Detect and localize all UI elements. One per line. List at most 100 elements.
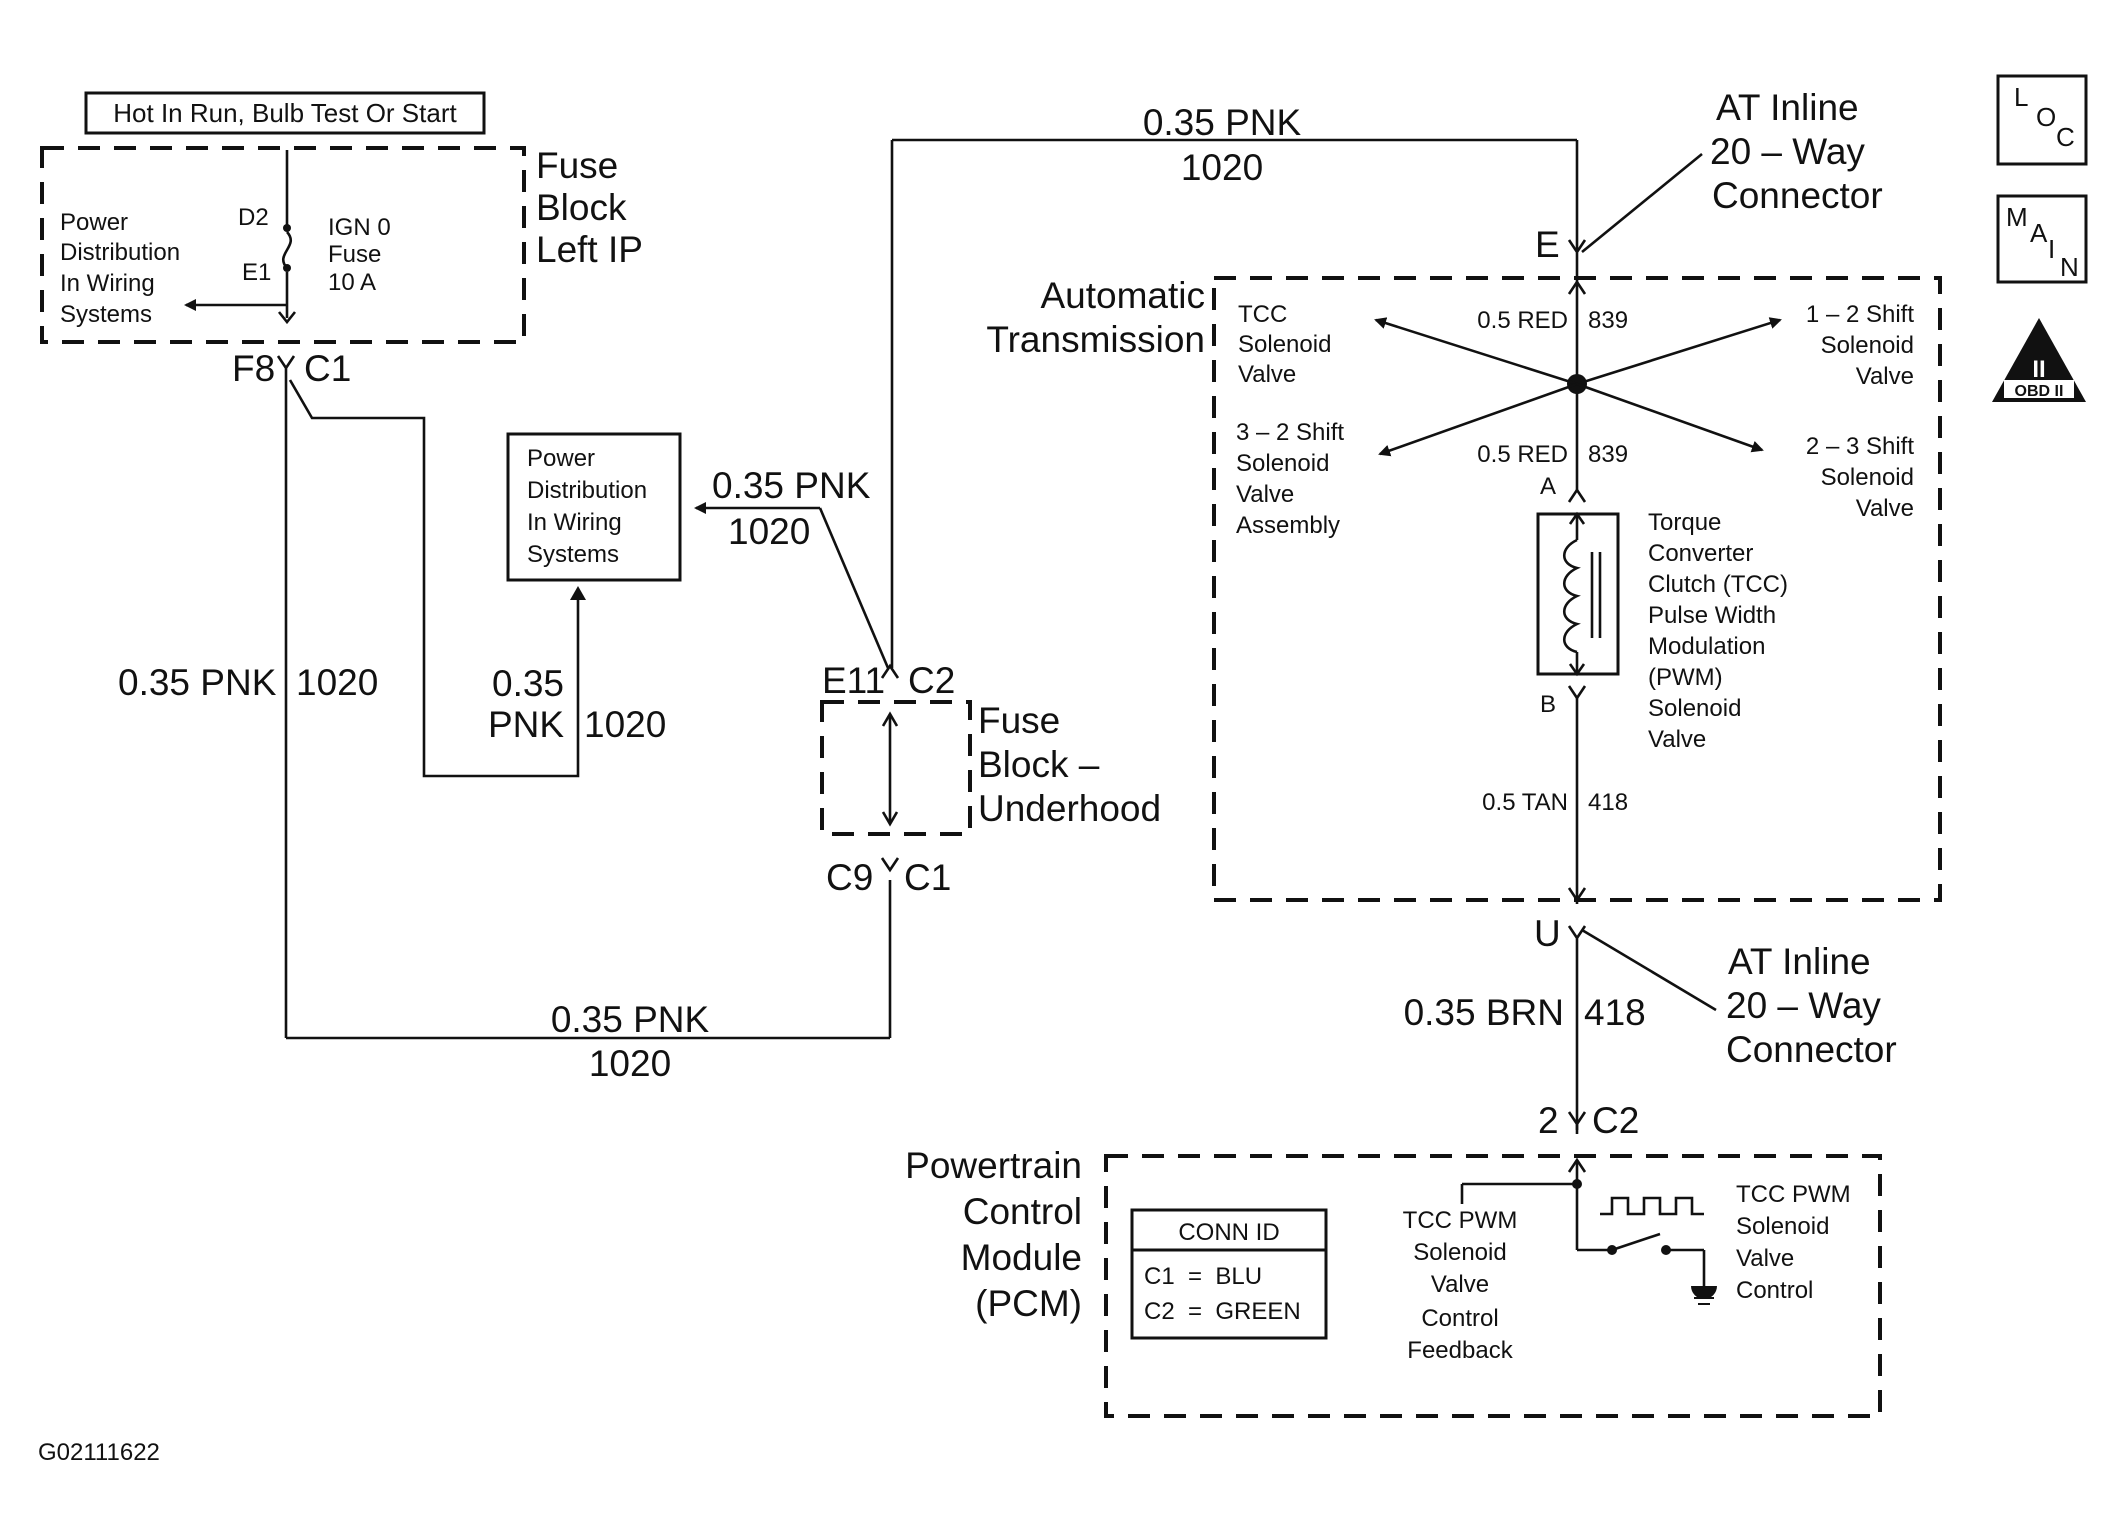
figure-id: G02111622	[38, 1439, 160, 1466]
svg-text:Valve: Valve	[1856, 363, 1914, 390]
underhood-internal-link	[881, 711, 899, 827]
ign-fuse-label: IGN 0 Fuse 10 A	[328, 214, 391, 296]
svg-text:Fuse: Fuse	[978, 700, 1060, 741]
at-inline-top-leader	[1581, 152, 1703, 254]
svg-text:Power: Power	[527, 445, 595, 472]
wire-top-circuit: 1020	[1181, 147, 1263, 188]
at-inline-bottom-label: AT Inline 20 – Way Connector	[1726, 941, 1897, 1070]
svg-text:Solenoid: Solenoid	[1648, 695, 1741, 722]
svg-text:Transmission: Transmission	[986, 319, 1205, 360]
svg-text:Distribution: Distribution	[527, 477, 647, 504]
underhood-top-connector-symbol	[880, 663, 900, 679]
svg-text:Pulse Width: Pulse Width	[1648, 602, 1776, 629]
wire-418-tan-gauge: 0.5 TAN	[1482, 789, 1568, 816]
at-inline-top-label: AT Inline 20 – Way Connector	[1710, 87, 1883, 216]
shift-32-solenoid-label: 3 – 2 Shift Solenoid Valve Assembly	[1236, 419, 1344, 539]
pcm-title: Powertrain Control Module (PCM)	[905, 1145, 1082, 1324]
fuse-block-left-ip-title: Fuse Block Left IP	[536, 145, 643, 270]
svg-text:Block –: Block –	[978, 744, 1100, 785]
wire-839-mid-gauge: 0.5 RED	[1477, 441, 1568, 468]
underhood-bottom-connector-symbol	[880, 857, 900, 873]
svg-text:Valve: Valve	[1736, 1245, 1794, 1272]
svg-text:IGN 0: IGN 0	[328, 214, 391, 241]
svg-text:AT Inline: AT Inline	[1728, 941, 1871, 982]
svg-text:Control: Control	[1421, 1305, 1498, 1332]
svg-text:Fuse: Fuse	[328, 241, 381, 268]
svg-text:Valve: Valve	[1648, 726, 1706, 753]
svg-text:1 – 2 Shift: 1 – 2 Shift	[1806, 301, 1914, 328]
wire-left-gauge: 0.35 PNK	[118, 662, 277, 703]
power-source-label: Hot In Run, Bulb Test Or Start	[113, 98, 457, 128]
terminal-d2-label: D2	[238, 204, 269, 231]
wire-mid-gauge-1: 0.35	[492, 663, 564, 704]
underhood-bottom-connector: C1	[904, 857, 951, 898]
svg-text:Control: Control	[963, 1191, 1082, 1232]
svg-text:Solenoid: Solenoid	[1238, 331, 1331, 358]
svg-text:Valve: Valve	[1238, 361, 1296, 388]
svg-text:AT Inline: AT Inline	[1716, 87, 1859, 128]
wire-bottom-gauge: 0.35 PNK	[551, 999, 710, 1040]
solenoid-pin-a: A	[1540, 473, 1556, 500]
wire-pdist-gauge: 0.35 PNK	[712, 465, 871, 506]
underhood-bottom-pin: C9	[826, 857, 873, 898]
pcm-pin-2: 2	[1538, 1100, 1559, 1141]
conn-id-title: CONN ID	[1178, 1219, 1279, 1246]
svg-text:Solenoid: Solenoid	[1821, 332, 1914, 359]
svg-text:L: L	[2014, 82, 2028, 112]
svg-text:Clutch (TCC): Clutch (TCC)	[1648, 571, 1788, 598]
at-inline-bottom-leader	[1581, 928, 1717, 1012]
svg-text:Assembly: Assembly	[1236, 512, 1340, 539]
svg-text:20 – Way: 20 – Way	[1710, 131, 1865, 172]
connector-f8-symbol	[276, 355, 296, 378]
svg-text:Solenoid: Solenoid	[1413, 1239, 1506, 1266]
wire-top-gauge: 0.35 PNK	[1143, 102, 1302, 143]
svg-text:Automatic: Automatic	[1040, 275, 1205, 316]
svg-text:II: II	[2032, 356, 2045, 383]
svg-text:In Wiring: In Wiring	[60, 270, 155, 297]
power-distribution-box	[506, 432, 682, 582]
svg-text:Powertrain: Powertrain	[905, 1145, 1082, 1186]
svg-text:O: O	[2036, 102, 2056, 132]
wire-839-top-gauge: 0.5 RED	[1477, 307, 1568, 334]
svg-text:20 – Way: 20 – Way	[1726, 985, 1881, 1026]
svg-text:2 – 3 Shift: 2 – 3 Shift	[1806, 433, 1914, 460]
tcc-pwm-solenoid-label: Torque Converter Clutch (TCC) Pulse Widt…	[1648, 509, 1788, 753]
conn-id-row-c1: C1 = BLU	[1144, 1263, 1262, 1290]
pcm-connector-symbol	[1567, 1111, 1587, 1134]
svg-text:Left IP: Left IP	[536, 229, 643, 270]
svg-text:Control: Control	[1736, 1277, 1813, 1304]
wire-mid-circuit: 1020	[584, 704, 666, 745]
svg-text:I: I	[2048, 234, 2055, 264]
fuse-block-underhood-title: Fuse Block – Underhood	[978, 700, 1161, 829]
svg-text:In Wiring: In Wiring	[527, 509, 622, 536]
fuse-block-left-ip-outline	[40, 146, 526, 344]
shift-23-solenoid-label: 2 – 3 Shift Solenoid Valve	[1806, 433, 1914, 522]
svg-text:Module: Module	[961, 1237, 1082, 1278]
svg-text:TCC: TCC	[1238, 301, 1287, 328]
loc-icon: L O C	[1996, 74, 2088, 166]
fuse-block-power-distribution-label: Power Distribution In Wiring Systems	[60, 209, 180, 328]
main-icon: M A I N	[1996, 194, 2088, 284]
transmission-wiring	[1374, 262, 1782, 904]
ign-fuse-symbol	[184, 150, 297, 325]
svg-text:Block: Block	[536, 187, 627, 228]
svg-text:Solenoid: Solenoid	[1236, 450, 1329, 477]
at-inline-bottom-pin: U	[1534, 913, 1561, 954]
svg-text:Solenoid: Solenoid	[1821, 464, 1914, 491]
pcm-internal-circuit	[1460, 1157, 1717, 1305]
obd-ii-icon: II OBD II	[1992, 318, 2086, 402]
wire-left-circuit: 1020	[296, 662, 378, 703]
svg-text:(PCM): (PCM)	[975, 1283, 1082, 1324]
circuit-1020-wires	[284, 138, 1579, 1040]
svg-text:Underhood: Underhood	[978, 788, 1161, 829]
svg-text:Converter: Converter	[1648, 540, 1753, 567]
transmission-title: Automatic Transmission	[986, 275, 1205, 360]
svg-text:TCC PWM: TCC PWM	[1403, 1207, 1518, 1234]
at-inline-top-connector-symbol	[1567, 239, 1587, 262]
svg-text:Distribution: Distribution	[60, 239, 180, 266]
wire-pdist-circuit: 1020	[728, 511, 810, 552]
svg-text:M: M	[2006, 202, 2028, 232]
terminal-e1-label: E1	[242, 259, 271, 286]
connector-c1-label: C1	[304, 348, 351, 389]
conn-id-table: CONN ID C1 = BLU C2 = GREEN	[1130, 1208, 1328, 1340]
